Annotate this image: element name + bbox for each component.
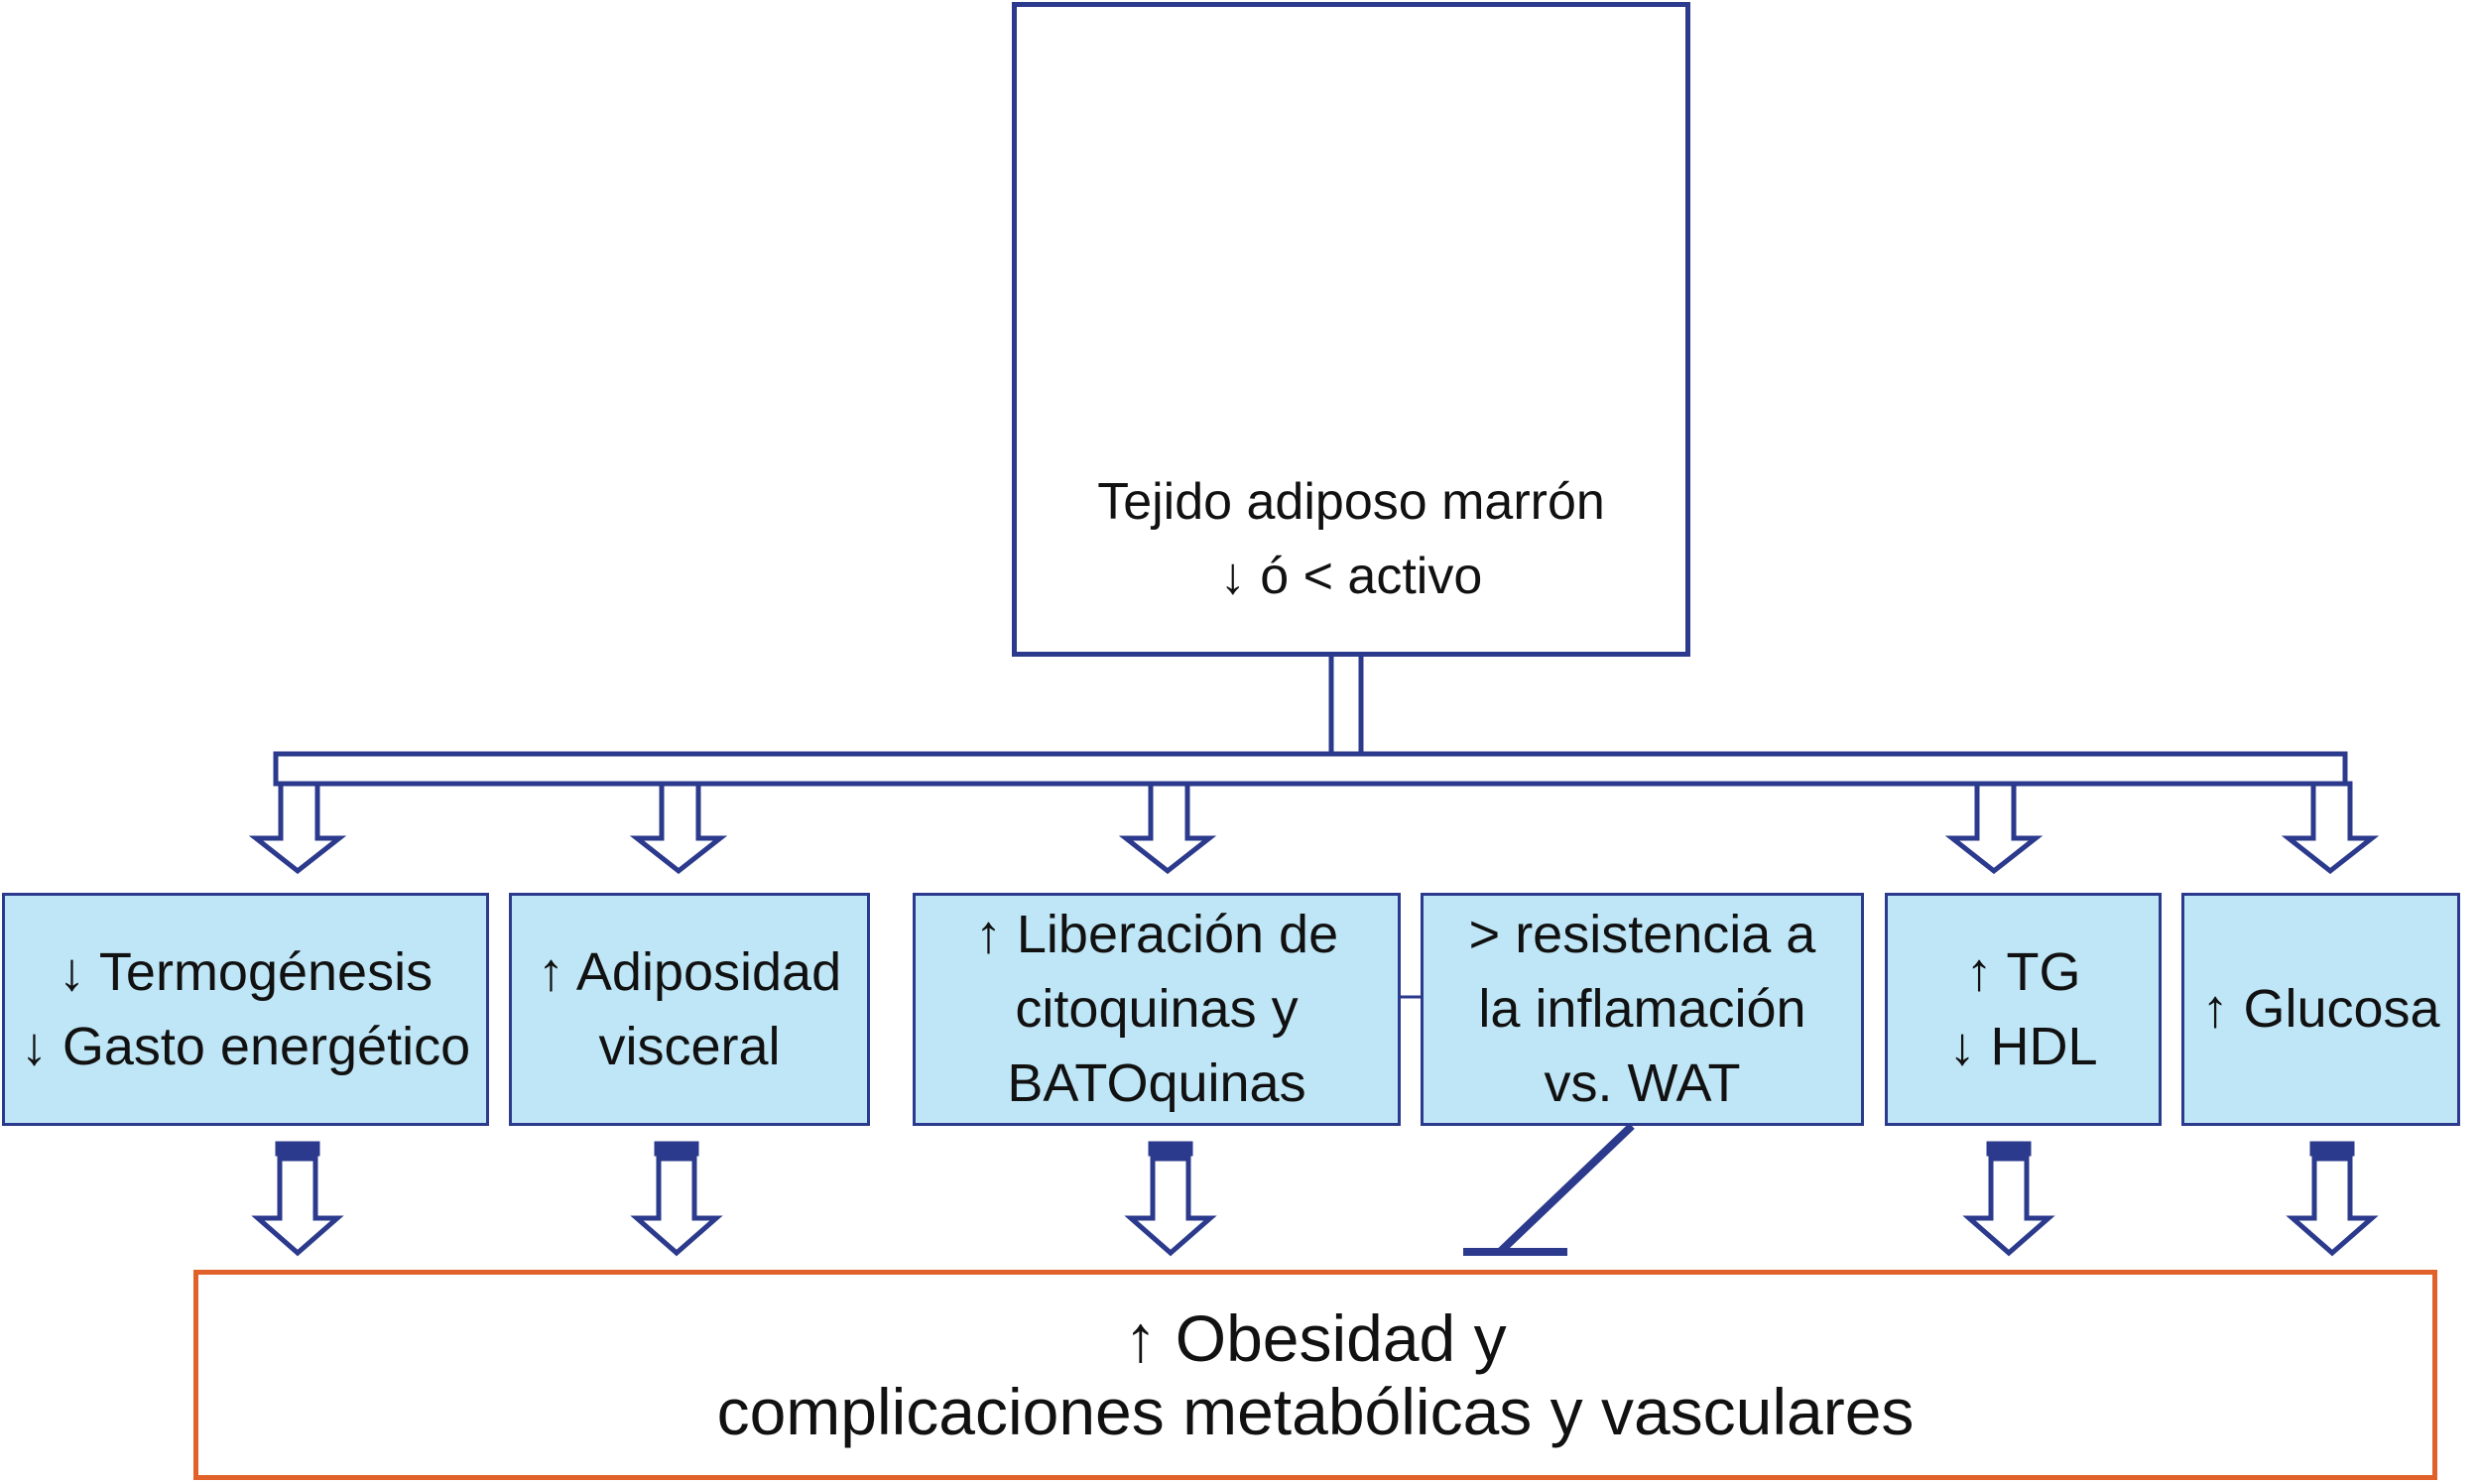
down-arrow-b2 xyxy=(630,1156,723,1257)
effect-box-line: ↑ TG xyxy=(1965,941,2081,1002)
effect-box-glucose: ↑ Glucosa xyxy=(2181,893,2460,1126)
effect-box-line: ↑ Liberación de xyxy=(974,905,1339,964)
effect-box-inflammation-resistance: > resistencia a la inflamación vs. WAT xyxy=(1421,893,1864,1126)
down-arrow-3 xyxy=(1118,781,1217,875)
down-arrow-b1 xyxy=(251,1156,344,1257)
down-arrow-b6 xyxy=(2286,1156,2379,1257)
effect-box-line: la inflamación xyxy=(1478,979,1806,1039)
outcome-line-2: complicaciones metabólicas y vasculares xyxy=(716,1375,1915,1448)
effect-box-line: vs. WAT xyxy=(1544,1053,1741,1113)
down-arrow-2 xyxy=(629,781,728,875)
brown-adipose-tissue-box: Tejido adiposo marrón ↓ ó < activo xyxy=(1012,2,1690,657)
effect-box-line: ↓ Termogénesis xyxy=(58,941,434,1002)
effect-box-line: visceral xyxy=(598,1016,781,1076)
effect-box-line: ↓ HDL xyxy=(1948,1016,2098,1076)
outcome-box: ↑ Obesidad y complicaciones metabólicas … xyxy=(193,1270,2437,1480)
distribution-bar xyxy=(273,751,2348,787)
down-arrow-1 xyxy=(248,781,347,875)
inhibition-symbol xyxy=(1463,1123,1635,1256)
effect-box-thermogenesis: ↓ Termogénesis ↓ Gasto energético xyxy=(2,893,489,1126)
effect-box-line: citoquinas y xyxy=(1015,979,1299,1039)
down-arrow-b5 xyxy=(1962,1156,2055,1257)
top-box-subtitle: ↓ ó < activo xyxy=(1219,548,1483,605)
effect-box-line: > resistencia a xyxy=(1468,905,1816,964)
outcome-line-1: ↑ Obesidad y xyxy=(1124,1301,1507,1375)
top-arrows xyxy=(248,781,2380,875)
effect-box-lipids: ↑ TG ↓ HDL xyxy=(1885,893,2162,1126)
top-box-title: Tejido adiposo marrón xyxy=(1097,473,1605,531)
stem-connector xyxy=(1328,657,1364,754)
effect-box-visceral-adiposity: ↑ Adiposidad visceral xyxy=(509,893,870,1126)
down-arrow-5 xyxy=(1944,781,2044,875)
down-arrow-6 xyxy=(2281,781,2380,875)
effect-box-line: ↑ Glucosa xyxy=(2201,979,2440,1039)
effect-box-cytokines: ↑ Liberación de citoquinas y BATOquinas xyxy=(913,893,1401,1126)
effect-box-line: ↑ Adiposidad xyxy=(537,941,842,1002)
bottom-arrows xyxy=(251,1141,2379,1257)
effect-box-line: ↓ Gasto energético xyxy=(20,1016,471,1076)
effect-box-line: BATOquinas xyxy=(1007,1053,1306,1113)
top-box-label: Tejido adiposo marrón ↓ ó < activo xyxy=(1017,465,1685,614)
down-arrow-b3 xyxy=(1124,1156,1217,1257)
